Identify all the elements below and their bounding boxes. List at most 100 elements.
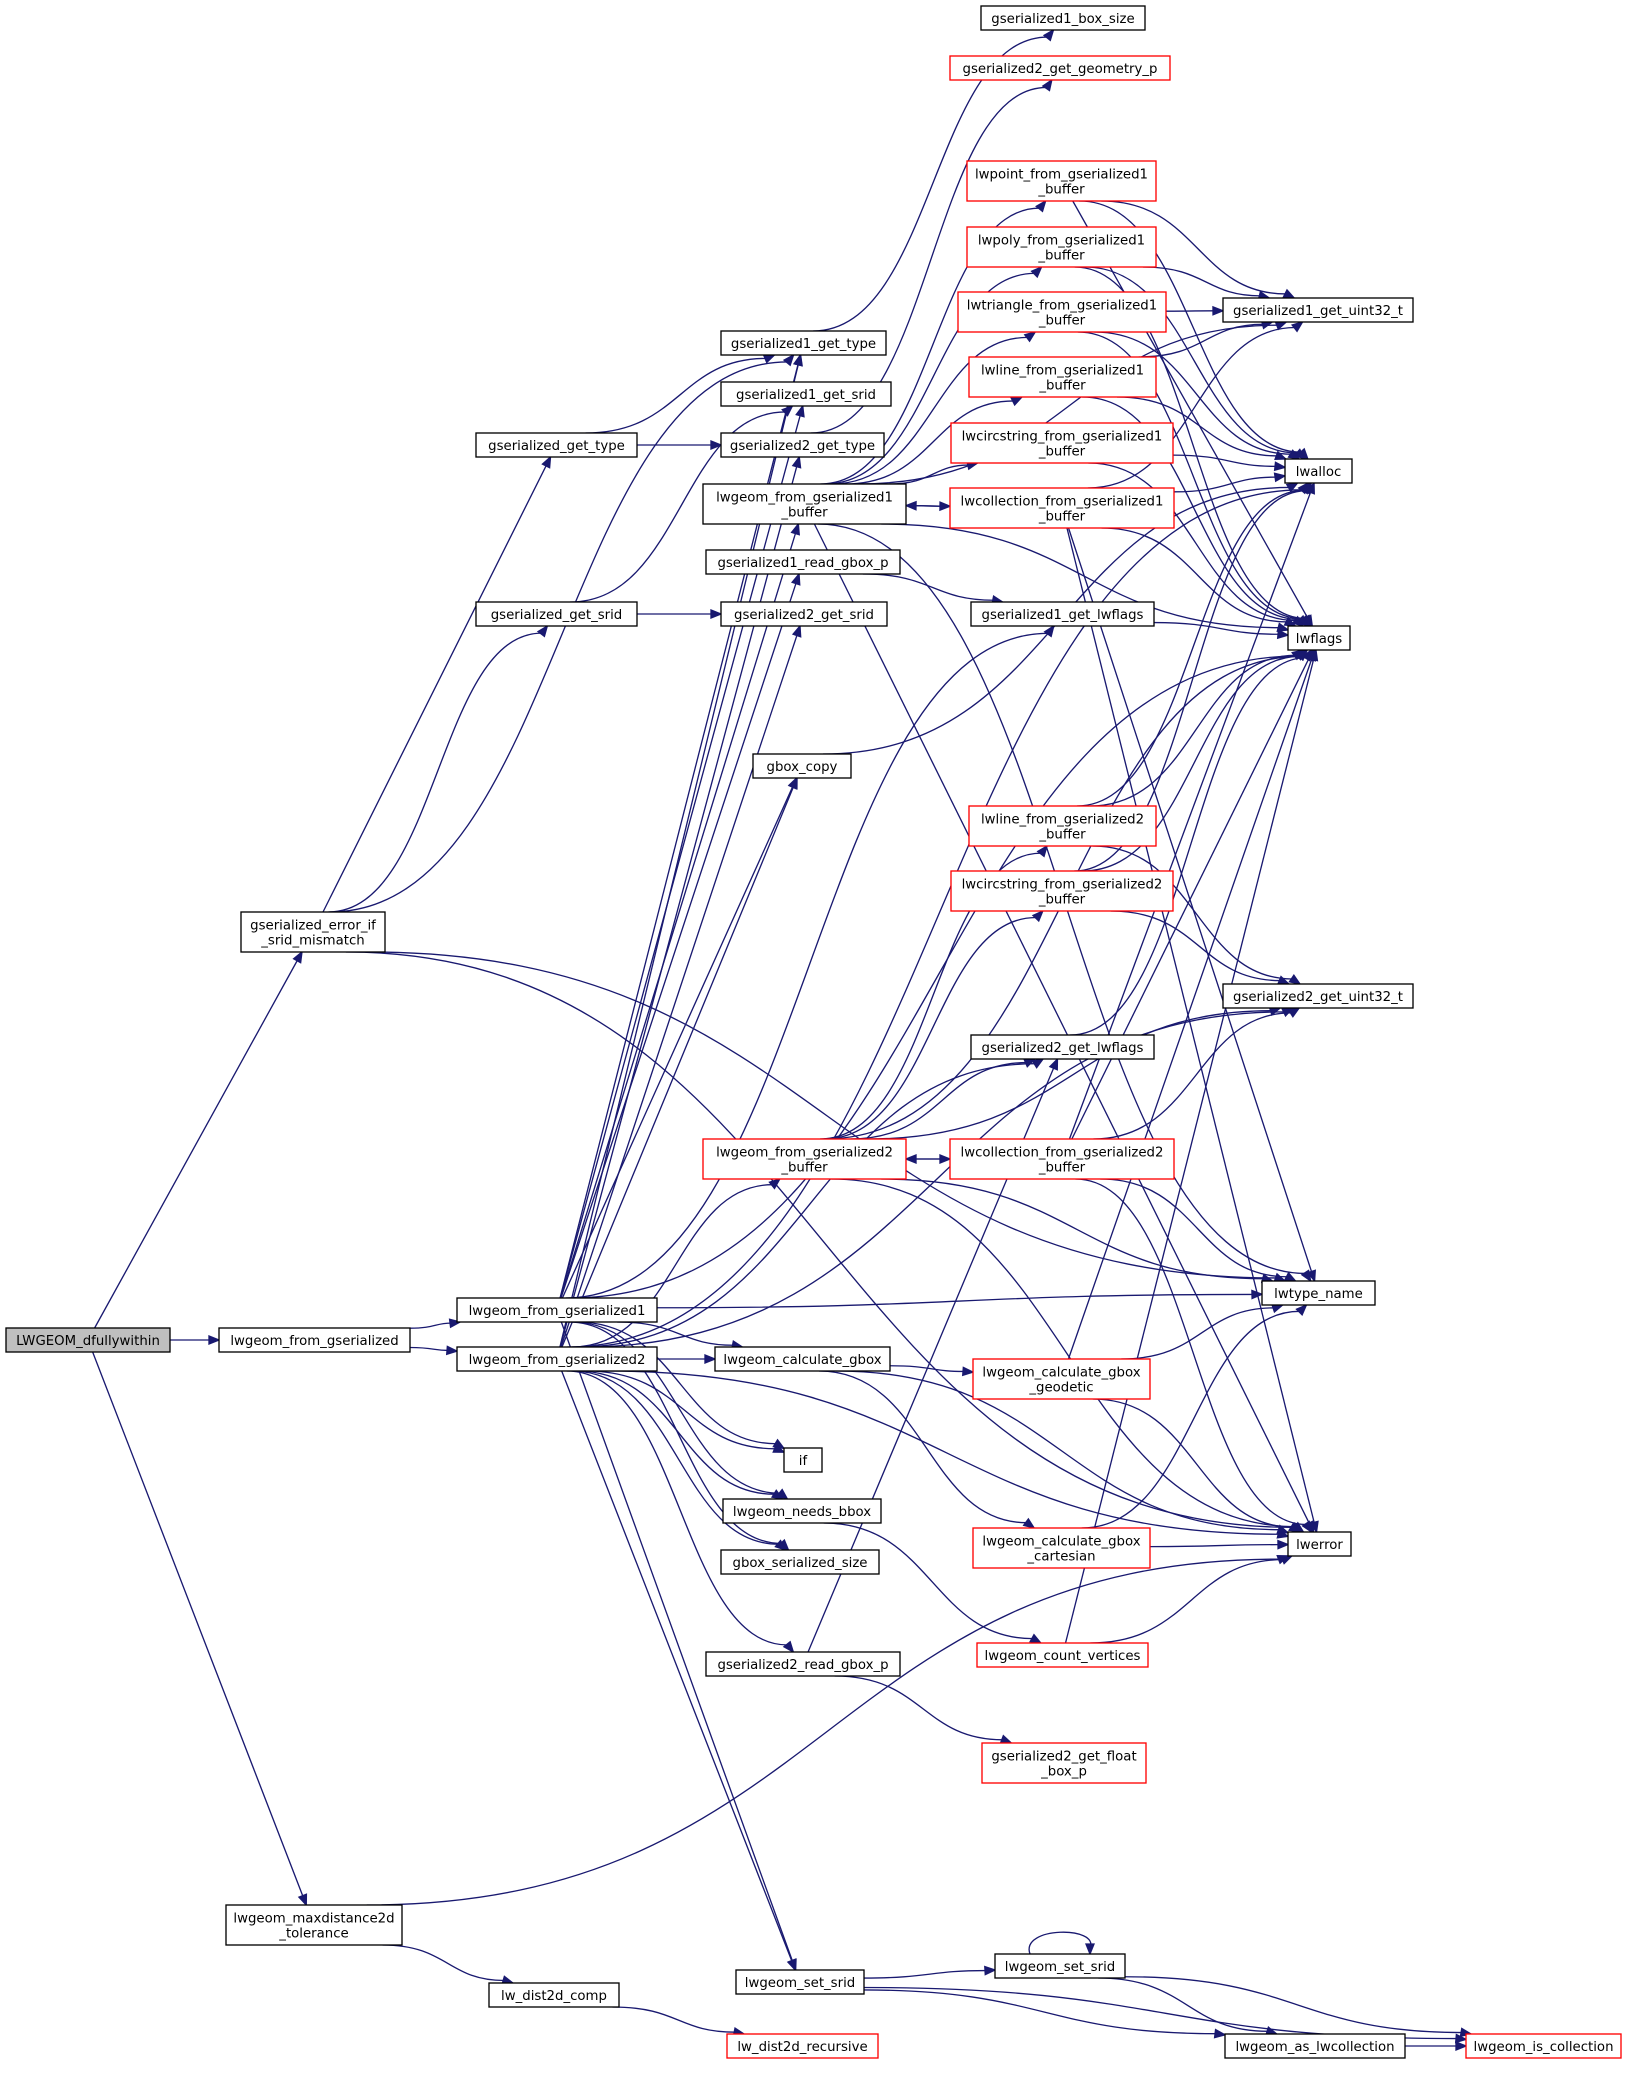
node-box: [456, 1346, 658, 1372]
edge-arrowhead: [704, 1354, 717, 1364]
function-node-g2gt[interactable]: gserialized2_get_type: [720, 432, 885, 458]
function-node-lli1[interactable]: lwline_from_gserialized1_buffer: [968, 356, 1157, 398]
edge-arrowhead: [904, 1154, 917, 1164]
edge-arrowhead: [1291, 615, 1305, 628]
node-label: lwflags: [1296, 632, 1343, 647]
function-node-lfg1[interactable]: lwgeom_from_gserialized1: [456, 1297, 658, 1323]
function-node-lalc[interactable]: lwgeom_as_lwcollection: [1224, 2033, 1406, 2059]
function-node-lfg2[interactable]: lwgeom_from_gserialized2: [456, 1346, 658, 1372]
call-edge: [576, 1321, 777, 1445]
node-label: lwcircstring_from_gserialized1: [962, 430, 1163, 445]
call-edge: [560, 582, 797, 1299]
function-node-lss1[interactable]: lwgeom_set_srid: [735, 1969, 865, 1995]
function-node-lcgg[interactable]: lwgeom_calculate_gbox_geodetic: [972, 1358, 1151, 1400]
function-node-g2gg[interactable]: gserialized2_get_geometry_p: [949, 55, 1171, 81]
function-node-lco2[interactable]: lwcollection_from_gserialized2_buffer: [949, 1138, 1175, 1180]
call-edge: [561, 786, 795, 1348]
call-edge: [382, 1944, 505, 1982]
function-node-lwerror[interactable]: lwerror: [1287, 1531, 1352, 1557]
function-node-ge[interactable]: gserialized_error_if_srid_mismatch: [240, 911, 386, 953]
function-node-lcgc[interactable]: lwgeom_calculate_gbox_cartesian: [972, 1527, 1151, 1569]
node-box: [488, 1982, 620, 2008]
function-node-g2fb[interactable]: gserialized2_get_float_box_p: [981, 1742, 1147, 1784]
function-node-g2gs[interactable]: gserialized2_get_srid: [720, 601, 888, 627]
function-node-lpo1[interactable]: lwpoly_from_gserialized1_buffer: [966, 226, 1157, 268]
node-label: gbox_serialized_size: [733, 1556, 868, 1571]
node-box: [722, 1498, 882, 1524]
function-node-ltn[interactable]: lwtype_name: [1261, 1280, 1376, 1306]
edge-arrowhead: [1283, 1271, 1298, 1282]
function-node-g1gl[interactable]: gserialized1_get_lwflags: [970, 601, 1155, 627]
function-node-g1u[interactable]: gserialized1_get_uint32_t: [1222, 297, 1414, 323]
edge-arrowhead: [1036, 844, 1049, 858]
function-node-lfg2b[interactable]: lwgeom_from_gserialized2_buffer: [702, 1138, 907, 1180]
function-node-g2rb[interactable]: gserialized2_read_gbox_p: [705, 1651, 901, 1677]
function-node-gbc[interactable]: gbox_copy: [752, 753, 852, 779]
function-node-lli2[interactable]: lwline_from_gserialized2_buffer: [968, 805, 1157, 847]
function-node-lwflags[interactable]: lwflags: [1287, 625, 1351, 651]
edge-arrowhead: [1277, 1539, 1290, 1550]
call-edge: [1092, 845, 1293, 980]
call-edge: [560, 532, 797, 1299]
function-node-lpt1[interactable]: lwpoint_from_gserialized1_buffer: [966, 160, 1157, 202]
function-node-lfg[interactable]: lwgeom_from_gserialized: [218, 1327, 411, 1353]
edge-arrowhead: [1287, 449, 1301, 460]
call-edge: [1090, 1558, 1284, 1644]
function-node-gst[interactable]: gserialized_get_type: [475, 432, 638, 458]
call-edge: [867, 1010, 1272, 1140]
function-node-if[interactable]: if: [783, 1447, 823, 1473]
function-node-lci1[interactable]: lwcircstring_from_gserialized1_buffer: [950, 422, 1174, 464]
call-edge: [322, 464, 548, 913]
function-node-lci2[interactable]: lwcircstring_from_gserialized2_buffer: [950, 870, 1174, 912]
function-node-lic[interactable]: lwgeom_is_collection: [1465, 2033, 1622, 2059]
function-node-g1gs[interactable]: gserialized1_get_srid: [720, 381, 892, 407]
call-edge: [566, 1370, 788, 1646]
node-label: _buffer: [1038, 828, 1086, 843]
node-box: [720, 381, 892, 407]
edge-arrowhead: [1309, 1520, 1319, 1534]
node-box: [949, 487, 1175, 529]
call-edge: [561, 785, 794, 1299]
node-label: gserialized_get_type: [488, 439, 625, 454]
call-edge: [570, 655, 1299, 1299]
edge-arrowhead: [1274, 450, 1288, 461]
call-edge: [857, 324, 1278, 485]
call-edge: [1075, 1178, 1307, 1526]
function-node-g2u[interactable]: gserialized2_get_uint32_t: [1222, 983, 1414, 1009]
function-node-gss[interactable]: gserialized_get_srid: [475, 601, 638, 627]
function-node-g1bs[interactable]: gserialized1_box_size: [980, 5, 1146, 31]
function-node-ltr1[interactable]: lwtriangle_from_gserialized1_buffer: [957, 291, 1167, 333]
function-node-lcv[interactable]: lwgeom_count_vertices: [976, 1642, 1149, 1668]
edge-arrowhead: [1031, 909, 1045, 923]
function-node-lco1[interactable]: lwcollection_from_gserialized1_buffer: [949, 487, 1175, 529]
function-node-g1gt[interactable]: gserialized1_get_type: [720, 330, 887, 356]
edge-arrowhead: [1276, 629, 1290, 640]
function-node-gbss[interactable]: gbox_serialized_size: [720, 1549, 880, 1575]
function-node-lnb[interactable]: lwgeom_needs_bbox: [722, 1498, 882, 1524]
function-node-lss2[interactable]: lwgeom_set_srid: [994, 1953, 1126, 1979]
call-edge: [1081, 1310, 1301, 1529]
edge-arrowhead: [292, 950, 303, 964]
node-box: [1222, 297, 1414, 323]
edge-arrowhead: [1282, 288, 1296, 299]
function-node-lcg[interactable]: lwgeom_calculate_gbox: [714, 1346, 891, 1372]
call-edge: [810, 86, 1047, 434]
node-box: [720, 1549, 880, 1575]
call-edge: [1172, 454, 1277, 468]
function-node-lfg1b[interactable]: lwgeom_from_gserialized1_buffer: [702, 483, 907, 525]
function-node-g2gl[interactable]: gserialized2_get_lwflags: [970, 1034, 1155, 1060]
node-box: [949, 1138, 1175, 1180]
node-label: _buffer: [780, 506, 828, 521]
node-box: [456, 1297, 658, 1323]
call-edge: [863, 1969, 987, 1979]
call-edge: [824, 272, 1036, 485]
function-node-lwalloc[interactable]: lwalloc: [1284, 458, 1353, 484]
function-node-lmd[interactable]: lwgeom_maxdistance2d_tolerance: [225, 1904, 403, 1946]
function-node-ldc[interactable]: lw_dist2d_comp: [488, 1982, 620, 2008]
call-edge: [409, 1346, 449, 1352]
function-node-g1rb[interactable]: gserialized1_read_gbox_p: [705, 549, 901, 575]
call-edge: [813, 523, 1311, 1525]
edge-arrowhead: [1085, 1943, 1095, 1956]
function-node-ldr[interactable]: lw_dist2d_recursive: [726, 2033, 879, 2059]
